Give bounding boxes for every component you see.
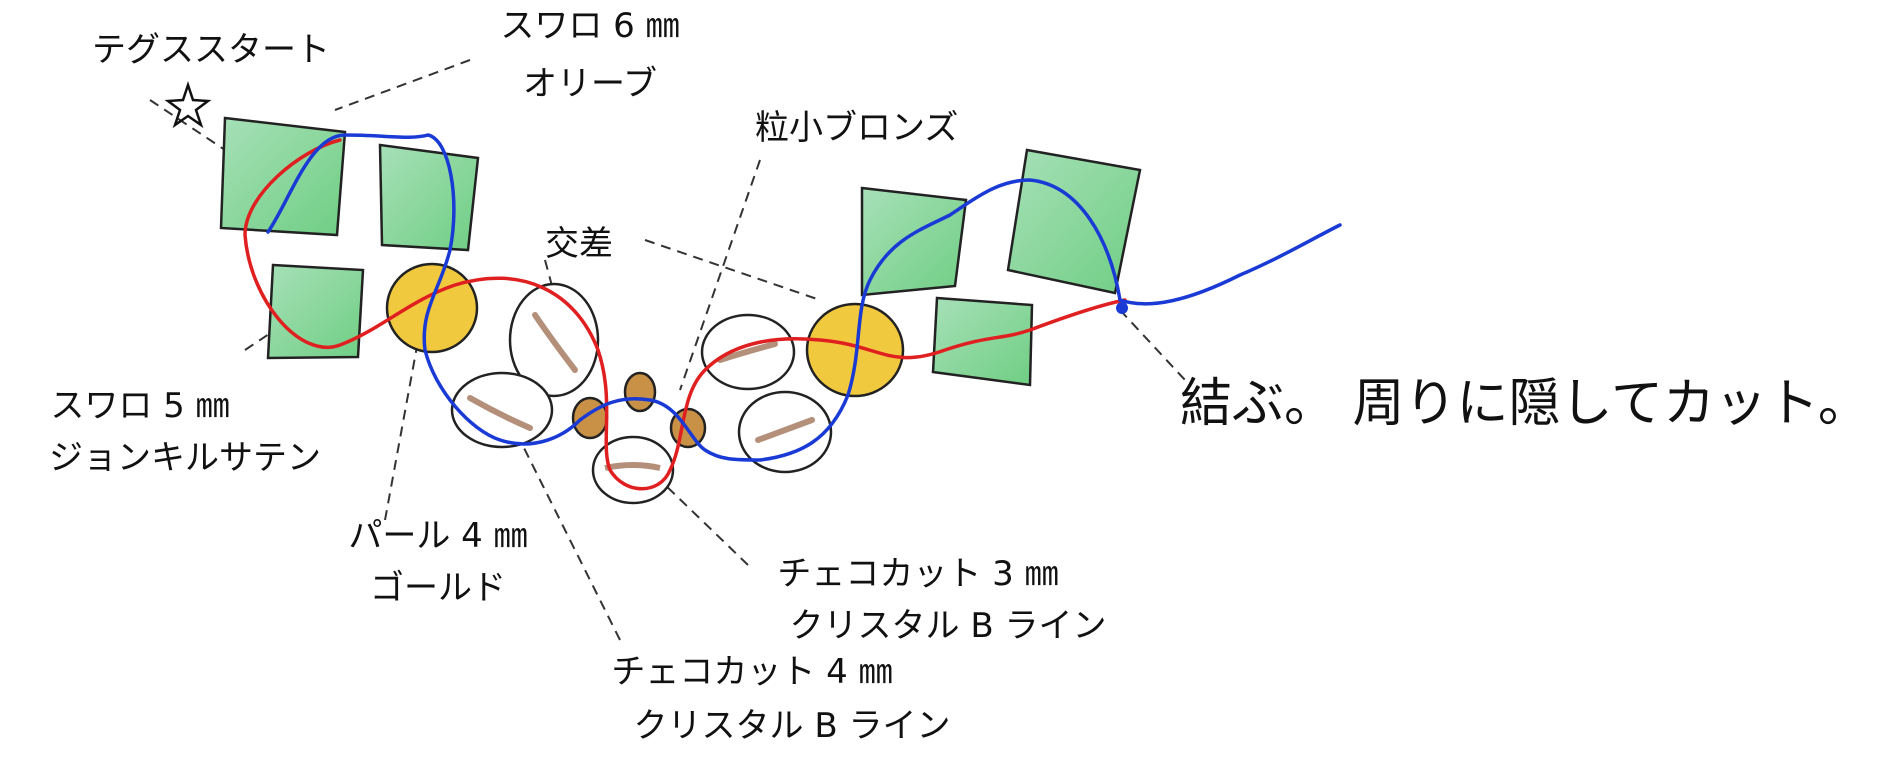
- swaro-bead: [860, 186, 968, 297]
- label-bronze: 粒小ブロンズ: [755, 108, 959, 148]
- swaro-6mm-beads: [219, 116, 1142, 387]
- label-czech4-line2: クリスタル B ライン: [633, 706, 951, 746]
- leader-kousa-1: [644, 239, 821, 301]
- leader-lines: [149, 59, 1186, 641]
- swaro-bead: [378, 143, 480, 252]
- label-czech3-line2: クリスタル B ライン: [789, 606, 1107, 646]
- leader-bronze: [679, 159, 761, 391]
- swaro-bead: [1006, 148, 1142, 295]
- leader-swaro6: [334, 59, 471, 111]
- red-thread: [243, 138, 1127, 491]
- label-pearl-line1: パール 4 ㎜: [348, 516, 528, 556]
- swaro-bead: [266, 263, 365, 360]
- leader-tie: [1119, 309, 1186, 381]
- label-czech3-line1: チェコカット 3 ㎜: [777, 554, 1059, 594]
- start-star-icon: [164, 81, 212, 129]
- czech-bead-shading: [467, 312, 815, 443]
- leader-swaro5: [244, 319, 291, 351]
- label-pearl-line2: ゴールド: [370, 568, 506, 608]
- czech-small-shading: [604, 462, 661, 471]
- leader-czech3: [659, 479, 749, 566]
- tie-knot: [1116, 302, 1128, 314]
- label-swaro5-line2: ジョンキルサテン: [49, 438, 321, 478]
- label-tegusu-start: テグススタート: [92, 30, 330, 70]
- pearl-bead: [385, 262, 479, 354]
- label-swaro5-line1: スワロ 5 ㎜: [50, 386, 230, 426]
- leader-kousa-2: [544, 259, 581, 391]
- blue-thread: [266, 133, 1342, 462]
- bronze-bead: [623, 371, 657, 413]
- bronze-bead: [571, 396, 609, 440]
- label-tie-note: 結ぶ。 周りに隠してカット。: [1180, 374, 1870, 434]
- leader-czech4: [519, 439, 621, 641]
- leader-pearl: [384, 329, 421, 521]
- label-kousa: 交差: [545, 224, 613, 264]
- label-swaro6-line2: オリーブ: [523, 64, 657, 104]
- swaro-bead: [219, 116, 347, 237]
- label-czech4-line1: チェコカット 4 ㎜: [611, 652, 893, 692]
- label-swaro6-line1: スワロ 6 ㎜: [500, 6, 680, 46]
- czech-bead: [450, 371, 554, 449]
